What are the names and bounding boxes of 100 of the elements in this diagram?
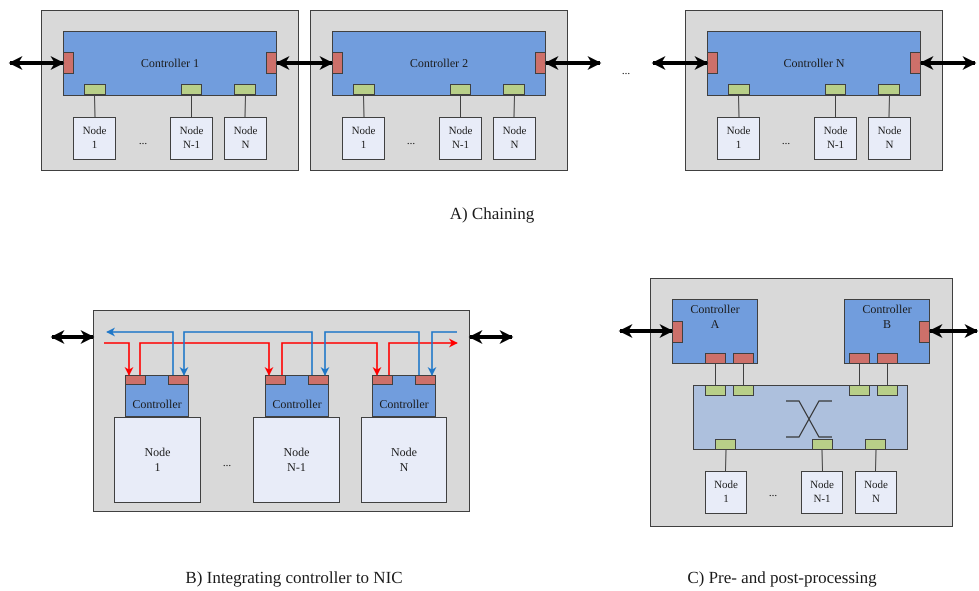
port-block [672, 321, 683, 343]
port-block [234, 84, 256, 95]
arrow [920, 56, 976, 70]
node-box: Node N [361, 417, 447, 503]
controller-box [125, 375, 189, 417]
port-block [125, 375, 146, 385]
node-box: Node N [224, 117, 267, 160]
port-block [877, 385, 898, 396]
server-panel [41, 10, 299, 171]
arrow [388, 338, 458, 375]
port-block [332, 52, 343, 74]
port-block [181, 84, 202, 95]
port-block [450, 84, 471, 95]
port-block [415, 375, 436, 385]
node-box: Node N-1 [814, 117, 857, 160]
ellipsis: ... [222, 457, 232, 469]
port-block [705, 353, 726, 364]
arrow [320, 331, 420, 376]
controller-label: Controller B [862, 302, 912, 332]
port-block [353, 84, 375, 95]
connector-line [738, 94, 740, 118]
ellipsis: ... [782, 135, 790, 147]
arrow [50, 330, 94, 344]
ellipsis: ... [138, 135, 148, 147]
connector-line [514, 94, 515, 118]
connector-line [363, 94, 364, 118]
connector-line [460, 94, 461, 118]
controller-box [265, 375, 329, 417]
arrow [180, 331, 313, 376]
arrow [139, 342, 274, 376]
controller-label: Controller [379, 397, 429, 412]
node-box: Node N-1 [253, 417, 340, 503]
connector-line [94, 94, 96, 118]
port-block [535, 52, 546, 74]
connector-line [244, 94, 246, 118]
node-box: Node N [493, 117, 536, 160]
controller-box [707, 31, 921, 96]
port-block [168, 375, 189, 385]
port-block [728, 84, 750, 95]
node-box: Node 1 [705, 471, 747, 514]
arrow [544, 56, 602, 70]
port-block [503, 84, 525, 95]
controller-label: Controller [272, 397, 322, 412]
switch-box [693, 385, 908, 450]
port-block [877, 353, 898, 364]
node-box: Node 1 [73, 117, 116, 160]
port-block [705, 385, 726, 396]
connector-line [888, 94, 890, 118]
caption: C) Pre- and post-processing [687, 568, 877, 588]
ellipsis: ... [768, 487, 778, 499]
port-block [919, 321, 930, 343]
port-block [878, 84, 900, 95]
arrow [928, 324, 978, 338]
controller-box [372, 375, 436, 417]
controller-box [844, 299, 930, 364]
port-block [849, 385, 870, 396]
connector-line [875, 450, 876, 472]
arrow [106, 328, 174, 375]
port-block [707, 52, 718, 74]
server-panel [685, 10, 943, 171]
server-panel [93, 310, 470, 512]
connector-line [835, 94, 836, 118]
connector-line [887, 364, 888, 386]
controller-label: Controller [132, 397, 182, 412]
port-block [910, 52, 921, 74]
caption: B) Integrating controller to NIC [185, 568, 403, 588]
connector-line [859, 364, 860, 386]
controller-label: Controller 1 [140, 56, 200, 71]
arrow [618, 324, 674, 338]
controller-label: Controller 2 [410, 56, 468, 71]
connector-line [743, 364, 744, 386]
port-block [84, 84, 106, 95]
controller-label: Controller A [690, 302, 740, 332]
node-box: Node 1 [114, 417, 201, 503]
node-box: Node 1 [717, 117, 760, 160]
controller-box [332, 31, 546, 96]
arrow [652, 56, 708, 70]
node-box: Node N-1 [170, 117, 213, 160]
port-block [865, 439, 886, 450]
node-box: Node N-1 [439, 117, 482, 160]
connector-line [715, 364, 716, 386]
port-block [63, 52, 74, 74]
server-panel [650, 278, 953, 527]
ellipsis: ... [406, 135, 416, 147]
port-block [733, 385, 754, 396]
connector-line [822, 450, 823, 472]
controller-box [63, 31, 277, 96]
arrow [8, 56, 64, 70]
connector-line [725, 450, 726, 472]
port-block [266, 52, 277, 74]
node-box: Node N-1 [801, 471, 843, 514]
port-block [825, 84, 846, 95]
ellipsis: ... [622, 65, 630, 77]
port-block [849, 353, 870, 364]
arrow [276, 56, 334, 70]
node-box: Node N [868, 117, 911, 160]
server-panel [310, 10, 568, 171]
arrow [428, 331, 457, 376]
arrow [468, 330, 514, 344]
port-block [812, 439, 833, 450]
